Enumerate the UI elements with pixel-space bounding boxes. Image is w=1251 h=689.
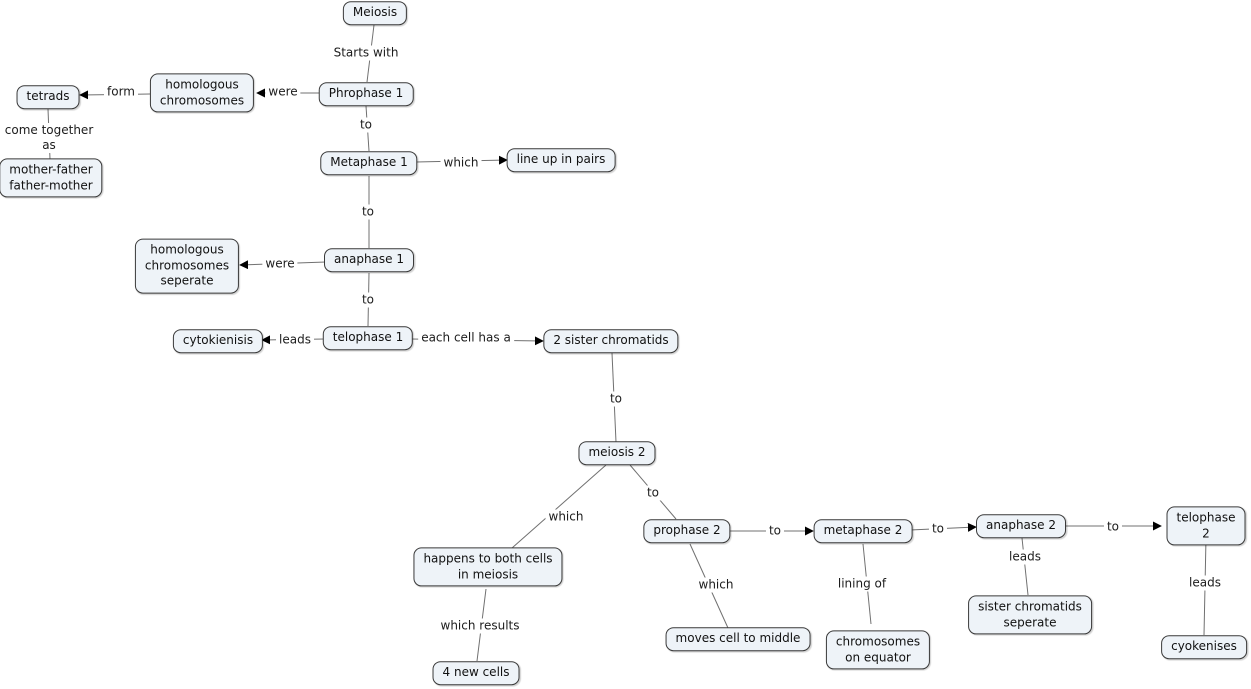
node-anaphase-1[interactable]: anaphase 1 bbox=[324, 248, 414, 272]
node-metaphase-1[interactable]: Metaphase 1 bbox=[320, 151, 418, 175]
connector-anaphase2-to-sischromsep bbox=[1021, 537, 1029, 596]
label-to-8[interactable]: to bbox=[1103, 519, 1123, 535]
label-form[interactable]: form bbox=[104, 84, 138, 100]
node-meiosis[interactable]: Meiosis bbox=[342, 1, 408, 25]
label-which-3[interactable]: which bbox=[695, 577, 737, 593]
label-to-6[interactable]: to bbox=[765, 523, 785, 539]
label-starts-with[interactable]: Starts with bbox=[330, 45, 402, 61]
node-homologous-chromosomes[interactable]: homologous chromosomes bbox=[149, 73, 255, 113]
node-happens-to-both-cells[interactable]: happens to both cells in meiosis bbox=[413, 547, 563, 587]
label-leads-2[interactable]: leads bbox=[1006, 549, 1044, 565]
label-to-7[interactable]: to bbox=[928, 521, 948, 537]
label-to-4[interactable]: to bbox=[606, 391, 626, 407]
label-which-1[interactable]: which bbox=[440, 155, 482, 171]
node-cyokenises[interactable]: cyokenises bbox=[1161, 635, 1247, 659]
node-line-up-in-pairs[interactable]: line up in pairs bbox=[506, 148, 616, 172]
label-come-together-as[interactable]: come together as bbox=[1, 123, 97, 153]
node-mother-father[interactable]: mother-father father-mother bbox=[0, 158, 103, 198]
label-leads-3[interactable]: leads bbox=[1186, 575, 1224, 591]
node-prophase-2[interactable]: prophase 2 bbox=[643, 519, 731, 543]
label-leads-1[interactable]: leads bbox=[276, 332, 314, 348]
node-moves-cell-to-middle[interactable]: moves cell to middle bbox=[665, 627, 811, 651]
label-to-3[interactable]: to bbox=[358, 292, 378, 308]
label-to-1[interactable]: to bbox=[356, 117, 376, 133]
label-to-2[interactable]: to bbox=[358, 204, 378, 220]
label-which-results[interactable]: which results bbox=[437, 618, 523, 634]
node-cytokienisis[interactable]: cytokienisis bbox=[172, 329, 264, 353]
node-anaphase-2[interactable]: anaphase 2 bbox=[976, 514, 1066, 538]
node-chromosomes-on-equator[interactable]: chromosomes on equator bbox=[825, 630, 931, 670]
label-each-cell-has-a[interactable]: each cell has a bbox=[418, 330, 514, 346]
node-sister-chromatids-seperate[interactable]: sister chromatids seperate bbox=[968, 595, 1092, 635]
node-phrophase-1[interactable]: Phrophase 1 bbox=[318, 82, 414, 106]
label-lining-of[interactable]: lining of bbox=[834, 576, 890, 592]
node-2-sister-chromatids[interactable]: 2 sister chromatids bbox=[543, 329, 679, 353]
node-tetrads[interactable]: tetrads bbox=[16, 85, 80, 109]
node-4-new-cells[interactable]: 4 new cells bbox=[432, 661, 520, 685]
connector-meiosis2-to-happens bbox=[511, 464, 607, 549]
node-metaphase-2[interactable]: metaphase 2 bbox=[813, 519, 913, 543]
label-to-5[interactable]: to bbox=[643, 485, 663, 501]
node-telophase-2[interactable]: telophase 2 bbox=[1166, 506, 1246, 546]
label-which-2[interactable]: which bbox=[545, 509, 587, 525]
label-were-2[interactable]: were bbox=[262, 256, 298, 272]
node-homologous-chromosomes-seperate[interactable]: homologous chromosomes seperate bbox=[134, 238, 240, 294]
node-meiosis-2[interactable]: meiosis 2 bbox=[578, 441, 656, 465]
label-were-1[interactable]: were bbox=[265, 84, 301, 100]
node-telophase-1[interactable]: telophase 1 bbox=[322, 326, 414, 350]
